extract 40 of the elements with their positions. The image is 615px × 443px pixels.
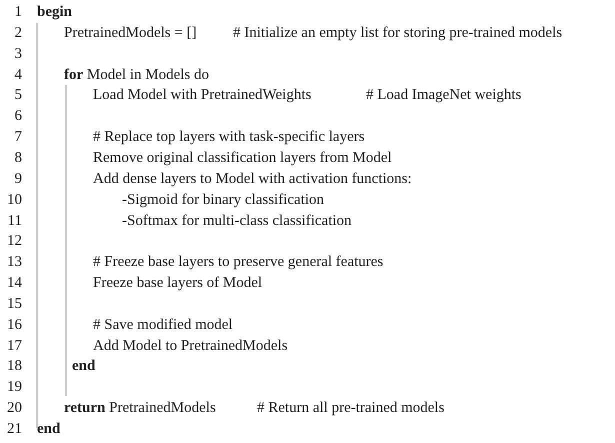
code-line: begin [37,3,72,21]
line-number: 12 [6,232,22,250]
line-number: 17 [6,336,22,355]
code-line: end [72,357,96,376]
line-number: 4 [14,66,22,84]
line-number: 5 [14,86,22,104]
line-number: 9 [14,170,22,188]
line-number: 18 [6,357,22,376]
line-number: 7 [14,128,22,146]
line-number: 6 [14,107,22,126]
code-comment: # Initialize an empty list for storing pre-trained models [233,24,562,42]
line-number: 14 [6,274,22,292]
line-number: 21 [6,420,22,438]
code-comment: # Freeze base layers to preserve general features [93,253,384,272]
line-number: 19 [6,378,22,396]
code-comment: # Save modified model [93,316,233,334]
code-line: Freeze base layers of Model [93,274,262,292]
line-number: 3 [14,44,22,63]
line-number: 13 [6,253,22,272]
code-comment: # Replace top layers with task-specific layers [93,128,365,146]
code-line: for Model in Models do [64,66,209,84]
code-line: end [37,420,60,438]
line-number: 1 [14,3,22,21]
code-line: Load Model with PretrainedWeights [93,86,312,104]
code-line: PretrainedModels = [] [64,24,197,42]
code-line: return PretrainedModels [64,399,216,418]
code-comment: # Return all pre-trained models [257,399,444,418]
line-number: 16 [6,316,22,334]
code-comment: # Load ImageNet weights [366,86,522,104]
line-number: 20 [6,399,22,418]
code-line: -Sigmoid for binary classification [122,190,324,209]
line-number: 2 [14,24,22,42]
line-number: 15 [6,294,22,313]
line-number: 10 [6,190,22,209]
code-line: Add Model to PretrainedModels [93,336,288,355]
code-line: Add dense layers to Model with activation functions: [93,170,412,188]
code-line: Remove original classification layers from Model [93,148,392,167]
line-number: 11 [6,212,22,230]
line-number: 8 [14,148,22,167]
code-line: -Softmax for multi-class classification [122,212,352,230]
